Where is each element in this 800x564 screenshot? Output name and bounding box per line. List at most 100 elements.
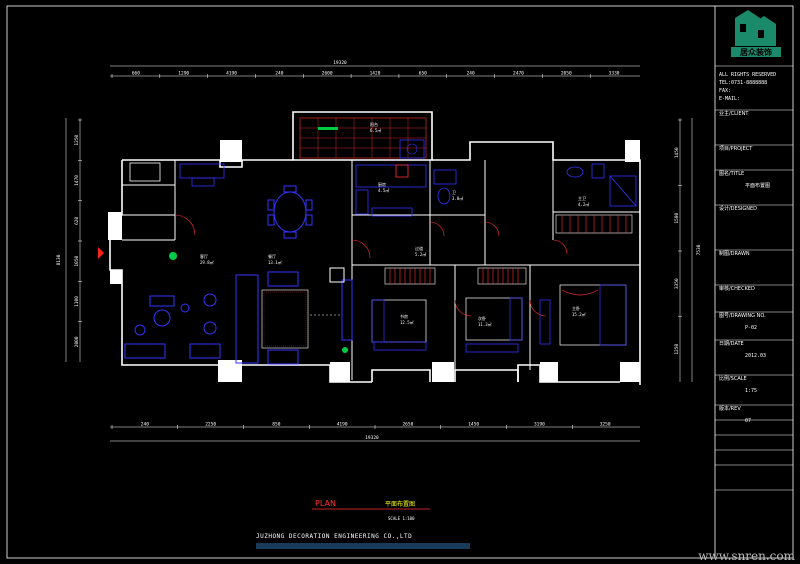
- title-field-label: 制图/DRAWN: [719, 250, 750, 257]
- dimension-value: 240: [141, 422, 149, 428]
- room-name: 主卫: [578, 195, 586, 201]
- plan-subtitle: 平面布置图: [385, 500, 415, 508]
- dimension-value: 4190: [226, 71, 237, 77]
- company-banner-bar: [256, 543, 470, 549]
- dimension-value: 1450: [674, 147, 680, 158]
- kitchen-cabinets: [355, 164, 427, 217]
- dimension-value: 1050: [74, 255, 80, 266]
- room-area: 11.3㎡: [478, 321, 492, 327]
- sofa-set: [235, 267, 353, 365]
- entry-marker: [98, 247, 104, 259]
- room-area: 5.2㎡: [415, 251, 426, 257]
- dimension-lines: [65, 65, 693, 442]
- room-name: 卫: [452, 190, 456, 195]
- title-field-label: 审核/CHECKED: [719, 285, 755, 292]
- dining-table: [267, 185, 313, 239]
- title-block-fields: 业主/CLIENT项目/PROJECT图名/TITLE平面布置图设计/DESIG…: [719, 110, 770, 424]
- title-field-value: 2012.03: [745, 353, 766, 359]
- company-info-line: TEL:0731-8888888: [719, 80, 767, 86]
- dimension-value: 2470: [513, 71, 524, 77]
- room-name: 阳台: [370, 121, 378, 127]
- dimension-value: 1580: [674, 213, 680, 224]
- interior-walls: [122, 160, 640, 380]
- room-area: 15.2㎡: [572, 311, 586, 317]
- dimension-value: 2050: [561, 71, 572, 77]
- balcony-planter: [299, 117, 427, 159]
- room-area: 13.1㎡: [268, 259, 282, 265]
- title-field-value: 1:75: [745, 388, 757, 394]
- beds: [371, 284, 627, 346]
- title-field-label: 版本/REV: [719, 405, 741, 412]
- dimension-value: 240: [275, 71, 283, 77]
- dimension-value: 3330: [609, 71, 620, 77]
- room-name: 厨房: [378, 181, 386, 187]
- drawing-frame: [6, 5, 794, 559]
- title-field-label: 日期/DATE: [719, 341, 744, 347]
- dimension-labels: 660 1290 4190 240 2600 1420 650 240 2470 2050 3330…: [74, 71, 680, 428]
- dimension-value: 620: [74, 216, 80, 224]
- watermark: www.snren.com: [698, 549, 795, 563]
- dimension-value: 1420: [370, 71, 381, 77]
- room-area: 4.5㎡: [378, 187, 389, 193]
- dimension-value: 1470: [74, 175, 80, 186]
- room-name: 书房: [400, 313, 408, 319]
- columns: [108, 140, 640, 382]
- room-area: 6.5㎡: [370, 127, 381, 133]
- dimension-value: 660: [132, 71, 140, 77]
- dimension-value: 2250: [205, 422, 216, 428]
- title-field-label: 图号/DRAWING NO.: [719, 313, 766, 319]
- dimension-value: 3350: [674, 278, 680, 289]
- dimension-value: 240: [467, 71, 475, 77]
- dimension-value: 1250: [674, 344, 680, 355]
- room-name: 过道: [415, 245, 423, 251]
- lounge-furniture: [124, 293, 221, 359]
- title-field-label: 业主/CLIENT: [719, 110, 749, 117]
- right-total-dimension: 7530: [696, 244, 702, 255]
- title-field-label: 图名/TITLE: [719, 170, 744, 177]
- room-name: 次卧: [478, 315, 486, 321]
- room-area: 4.2㎡: [578, 201, 589, 207]
- dimension-value: 1450: [468, 422, 479, 428]
- room-name: 餐厅: [268, 253, 276, 259]
- dimension-value: 1290: [178, 71, 189, 77]
- doors: [174, 214, 568, 317]
- plants: [169, 252, 348, 353]
- dimension-value: 1100: [74, 296, 80, 307]
- company-info-line: E-MAIL:: [719, 96, 740, 102]
- bathroom-fixtures: [433, 163, 637, 207]
- dimension-value: 3250: [600, 422, 611, 428]
- dimension-value: 650: [419, 71, 427, 77]
- dimension-value: 850: [272, 422, 280, 428]
- dimension-value: 2600: [322, 71, 333, 77]
- wardrobes: [384, 214, 633, 285]
- dimension-value: 3190: [534, 422, 545, 428]
- dimension-value: 2000: [74, 336, 80, 347]
- plan-title: PLAN: [315, 499, 336, 508]
- scale-label: SCALE 1:100: [388, 516, 415, 521]
- dimension-value: 2650: [402, 422, 413, 428]
- company-info-line: ALL RIGHTS RESERVED: [719, 72, 776, 78]
- company-logo: [731, 10, 781, 57]
- company-info-line: FAX:: [719, 88, 731, 94]
- floor-plan: [98, 111, 641, 385]
- logo-text: 居众装饰: [740, 47, 772, 57]
- title-field-value: P-02: [745, 325, 757, 331]
- room-area: 12.5㎡: [400, 319, 414, 325]
- misc-furniture: [129, 162, 551, 353]
- title-field-label: 项目/PROJECT: [719, 146, 753, 152]
- title-field-value: 07: [745, 418, 751, 424]
- dimension-value: 4190: [337, 422, 348, 428]
- dimension-value: 1250: [74, 134, 80, 145]
- title-field-label: 比例/SCALE: [719, 375, 747, 382]
- bottom-total-dimension: 19320: [365, 435, 379, 441]
- room-name: 客厅: [200, 253, 208, 259]
- title-block: [714, 6, 793, 558]
- company-banner: JUZHONG DECORATION ENGINEERING CO.,LTD: [256, 533, 412, 540]
- title-field-value: 平面布置图: [745, 182, 770, 189]
- dimension-ticks: [78, 74, 682, 429]
- room-area: 29.8㎡: [200, 259, 214, 265]
- room-area: 3.8㎡: [452, 195, 463, 201]
